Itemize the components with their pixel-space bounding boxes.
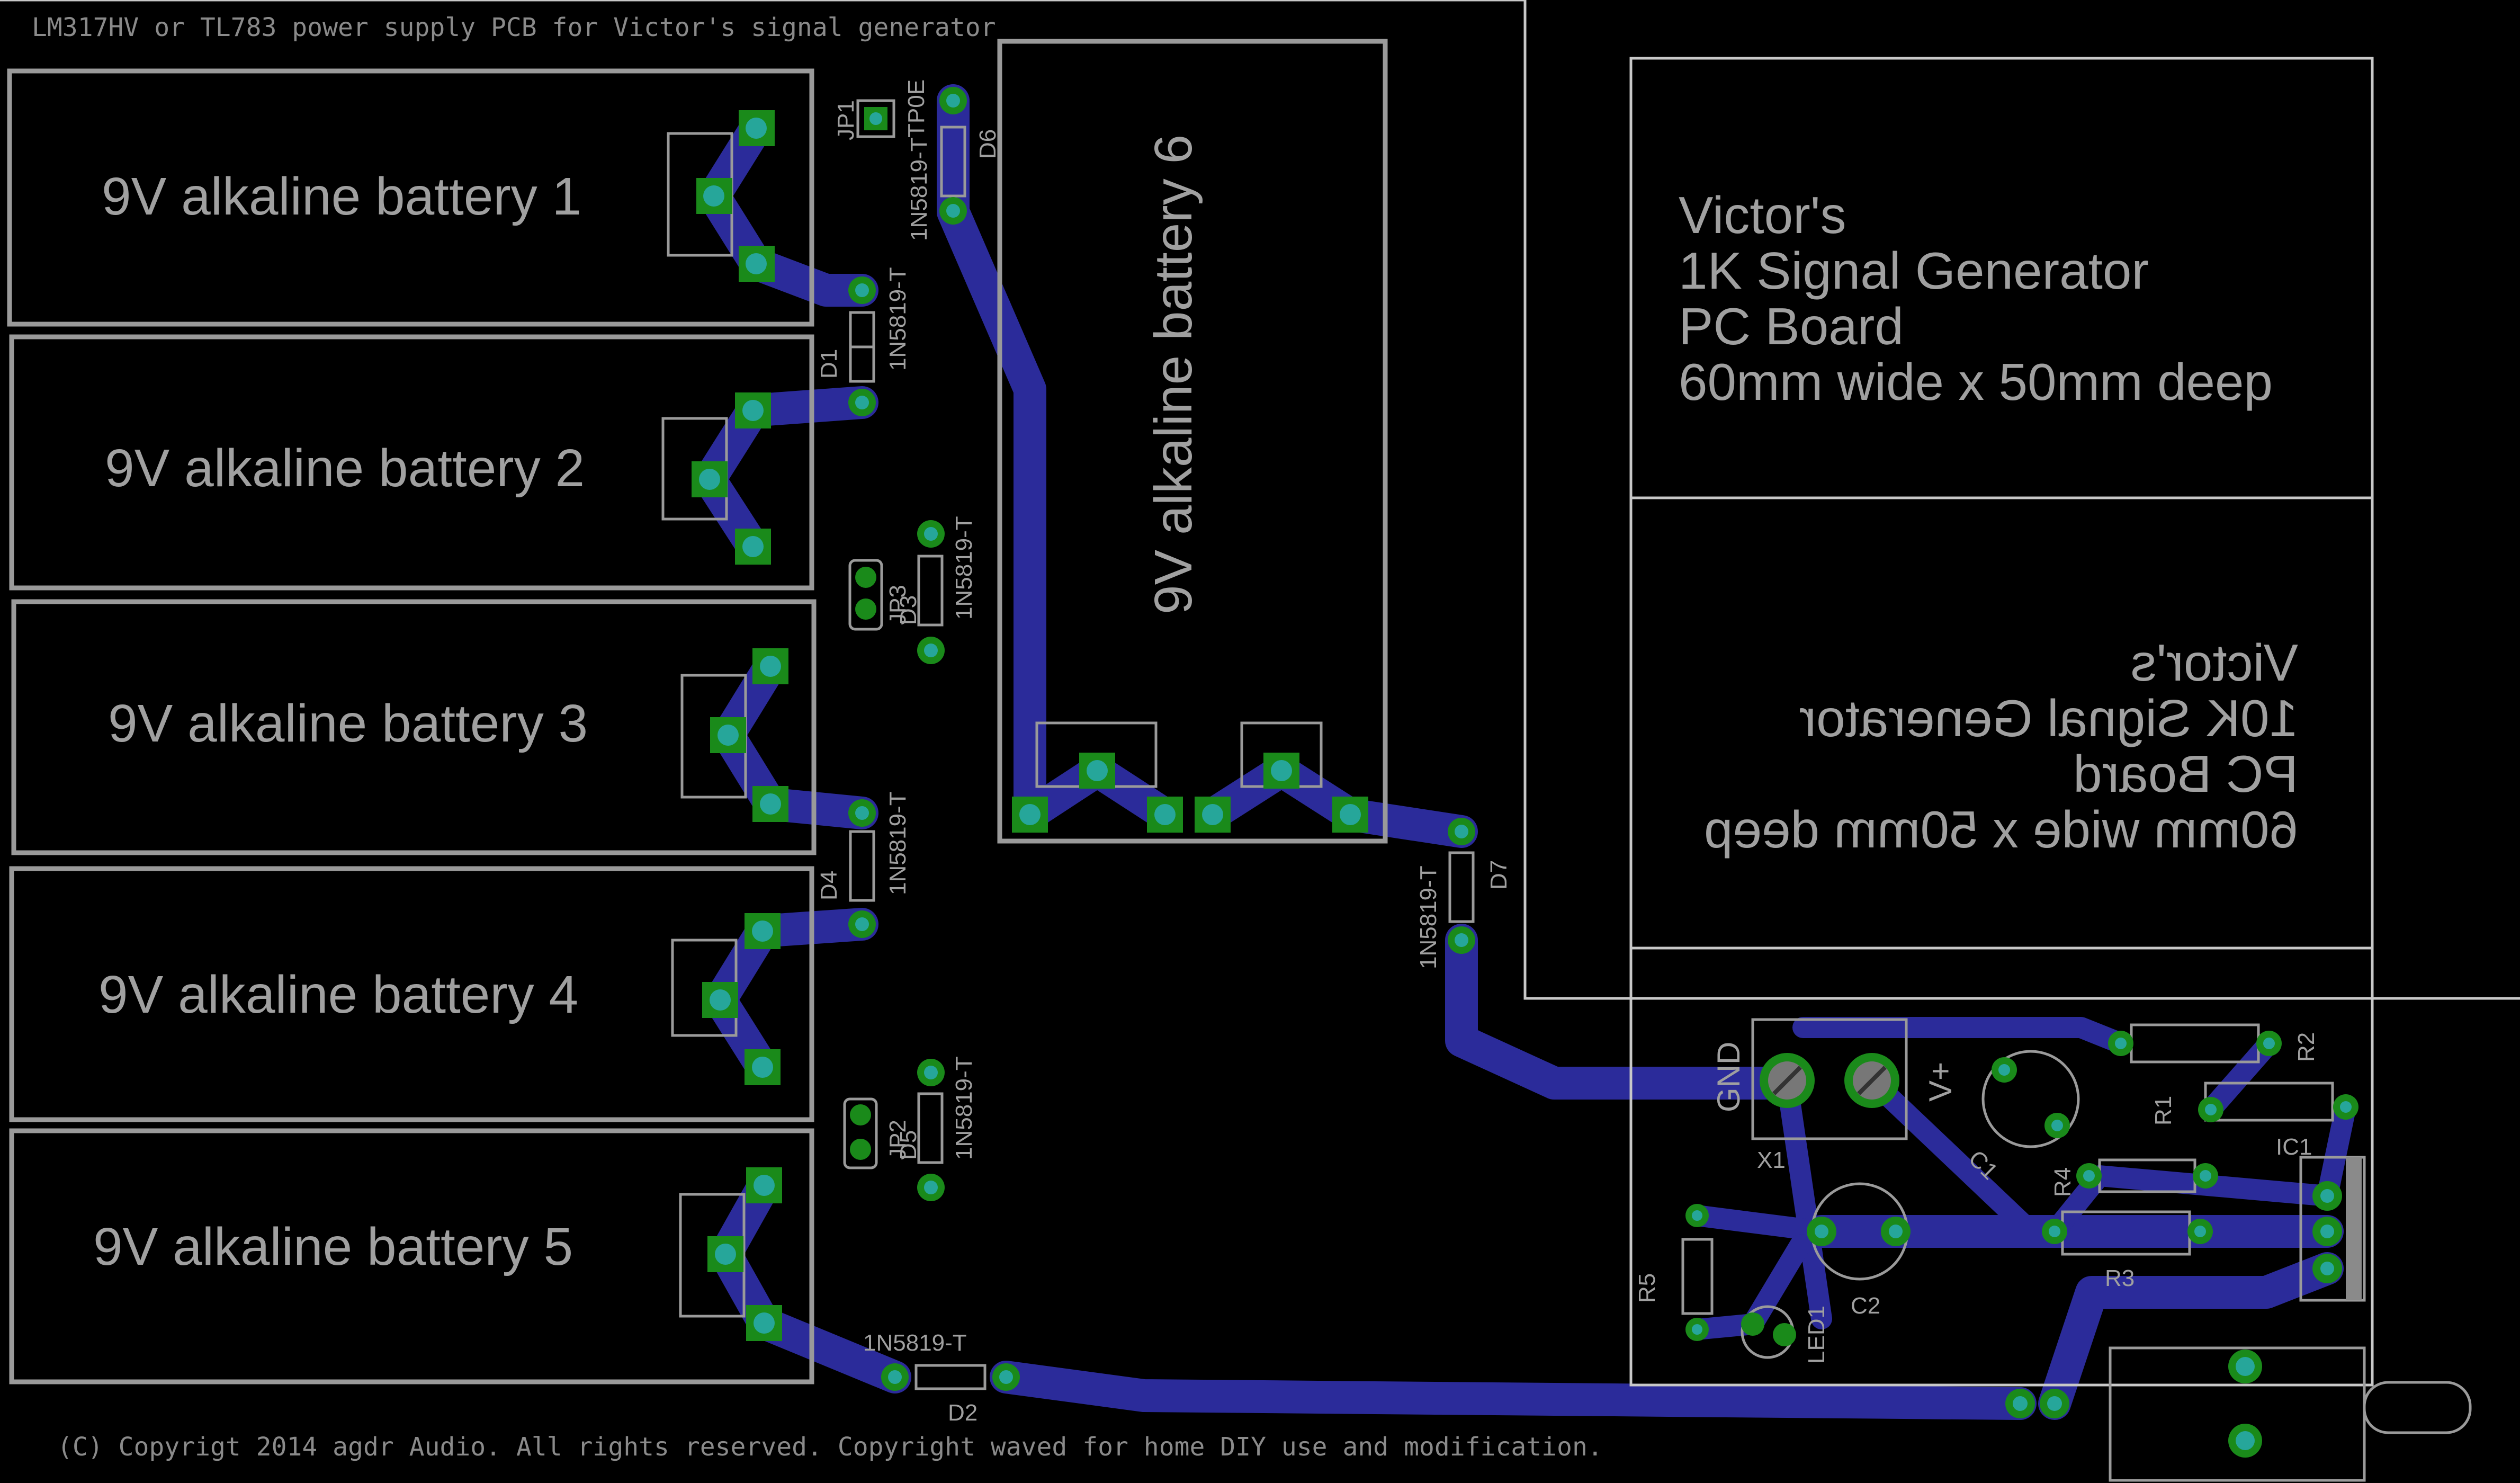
c2-ref: C2 (1851, 1293, 1880, 1319)
board-10k-line2: 10K Signal Generator (1799, 689, 2298, 747)
pads (692, 87, 2358, 1458)
d1-part: 1N5819-T (885, 267, 911, 371)
info-panels: Victor's 1K Signal Generator PC Board 60… (1629, 57, 2374, 1387)
led1-ref: LED1 (1804, 1306, 1830, 1364)
c1-outline (1981, 1050, 2080, 1148)
regulator-area-box (1629, 946, 2374, 1387)
batteries: 9V alkaline battery 1 9V alkaline batter… (7, 39, 1388, 1384)
d6-ref: D6 (975, 129, 1001, 159)
d6-part: 1N5819-T (906, 137, 932, 241)
d1-ref: D1 (816, 349, 842, 379)
x1-terminal-outline (1751, 1018, 1908, 1140)
jp3-ref: JP3 (885, 585, 911, 625)
d2-part: 1N5819-T (863, 1330, 967, 1356)
battery-3-label: 9V alkaline battery 3 (108, 694, 588, 753)
battery-6-outline (997, 39, 1388, 844)
ic1-ref: IC1 (2276, 1134, 2312, 1160)
r4-ref: R4 (2050, 1167, 2076, 1197)
board-1k-line1: Victor's (1679, 186, 1846, 244)
d7-part: 1N5819-T (1415, 865, 1441, 969)
battery-4-outline (9, 866, 814, 1122)
ic1-outline (2299, 1156, 2366, 1302)
d4-part: 1N5819-T (885, 791, 911, 895)
board-1k-line4: 60mm wide x 50mm deep (1679, 353, 2273, 411)
header-title: LM317HV or TL783 power supply PCB for Vi… (32, 13, 996, 42)
d5-ref: D5 (895, 1130, 921, 1160)
battery-2-outline (9, 334, 814, 591)
battery-2-label: 9V alkaline battery 2 (105, 439, 585, 498)
d5-part: 1N5819-T (951, 1056, 977, 1160)
r5-outline (1681, 1238, 1714, 1315)
r3-ref: R3 (2105, 1265, 2135, 1291)
board-10k-line1: Victor's (2131, 633, 2298, 692)
board-10k-line3: PC Board (2073, 745, 2298, 803)
board-1k-line2: 1K Signal Generator (1679, 242, 2149, 300)
jp2-ref: JP2 (885, 1120, 911, 1160)
battery-4-label: 9V alkaline battery 4 (98, 965, 578, 1024)
d3-part: 1N5819-T (951, 516, 977, 620)
r5-ref: R5 (1634, 1273, 1660, 1303)
x1-gnd-label: GND (1711, 1042, 1746, 1112)
x1-vplus-label: V+ (1923, 1062, 1958, 1102)
board-1k-line3: PC Board (1679, 297, 1904, 355)
x1-ref: X1 (1757, 1147, 1786, 1173)
board-outline (0, 0, 2520, 1000)
d3-ref: D3 (895, 595, 921, 625)
d7-ref: D7 (1486, 860, 1512, 890)
battery-5-outline (9, 1128, 814, 1384)
battery-1-label: 9V alkaline battery 1 (102, 167, 581, 226)
diodes: D1 1N5819-T D3 1N5819-T JP3 D4 1N5819-T … (816, 79, 1512, 1426)
jp1-ref: JP1 (833, 100, 859, 140)
d2-ref: D2 (948, 1400, 977, 1426)
battery-6-label: 9V alkaline battery 6 (1144, 135, 1203, 614)
battery-3-outline (11, 599, 817, 855)
r2-outline (2130, 1023, 2260, 1064)
footer-copyright: (C) Copyrigt 2014 agdr Audio. All rights… (57, 1432, 1603, 1462)
d4-ref: D4 (816, 871, 842, 900)
tp0e-ref: TP0E (903, 79, 929, 138)
r1-ref: R1 (2150, 1096, 2176, 1125)
r2-ref: R2 (2293, 1032, 2319, 1062)
battery-5-label: 9V alkaline battery 5 (93, 1217, 573, 1276)
board-10k-line4: 60mm wide x 50mm deep (1704, 800, 2298, 859)
battery-1-outline (7, 68, 814, 327)
